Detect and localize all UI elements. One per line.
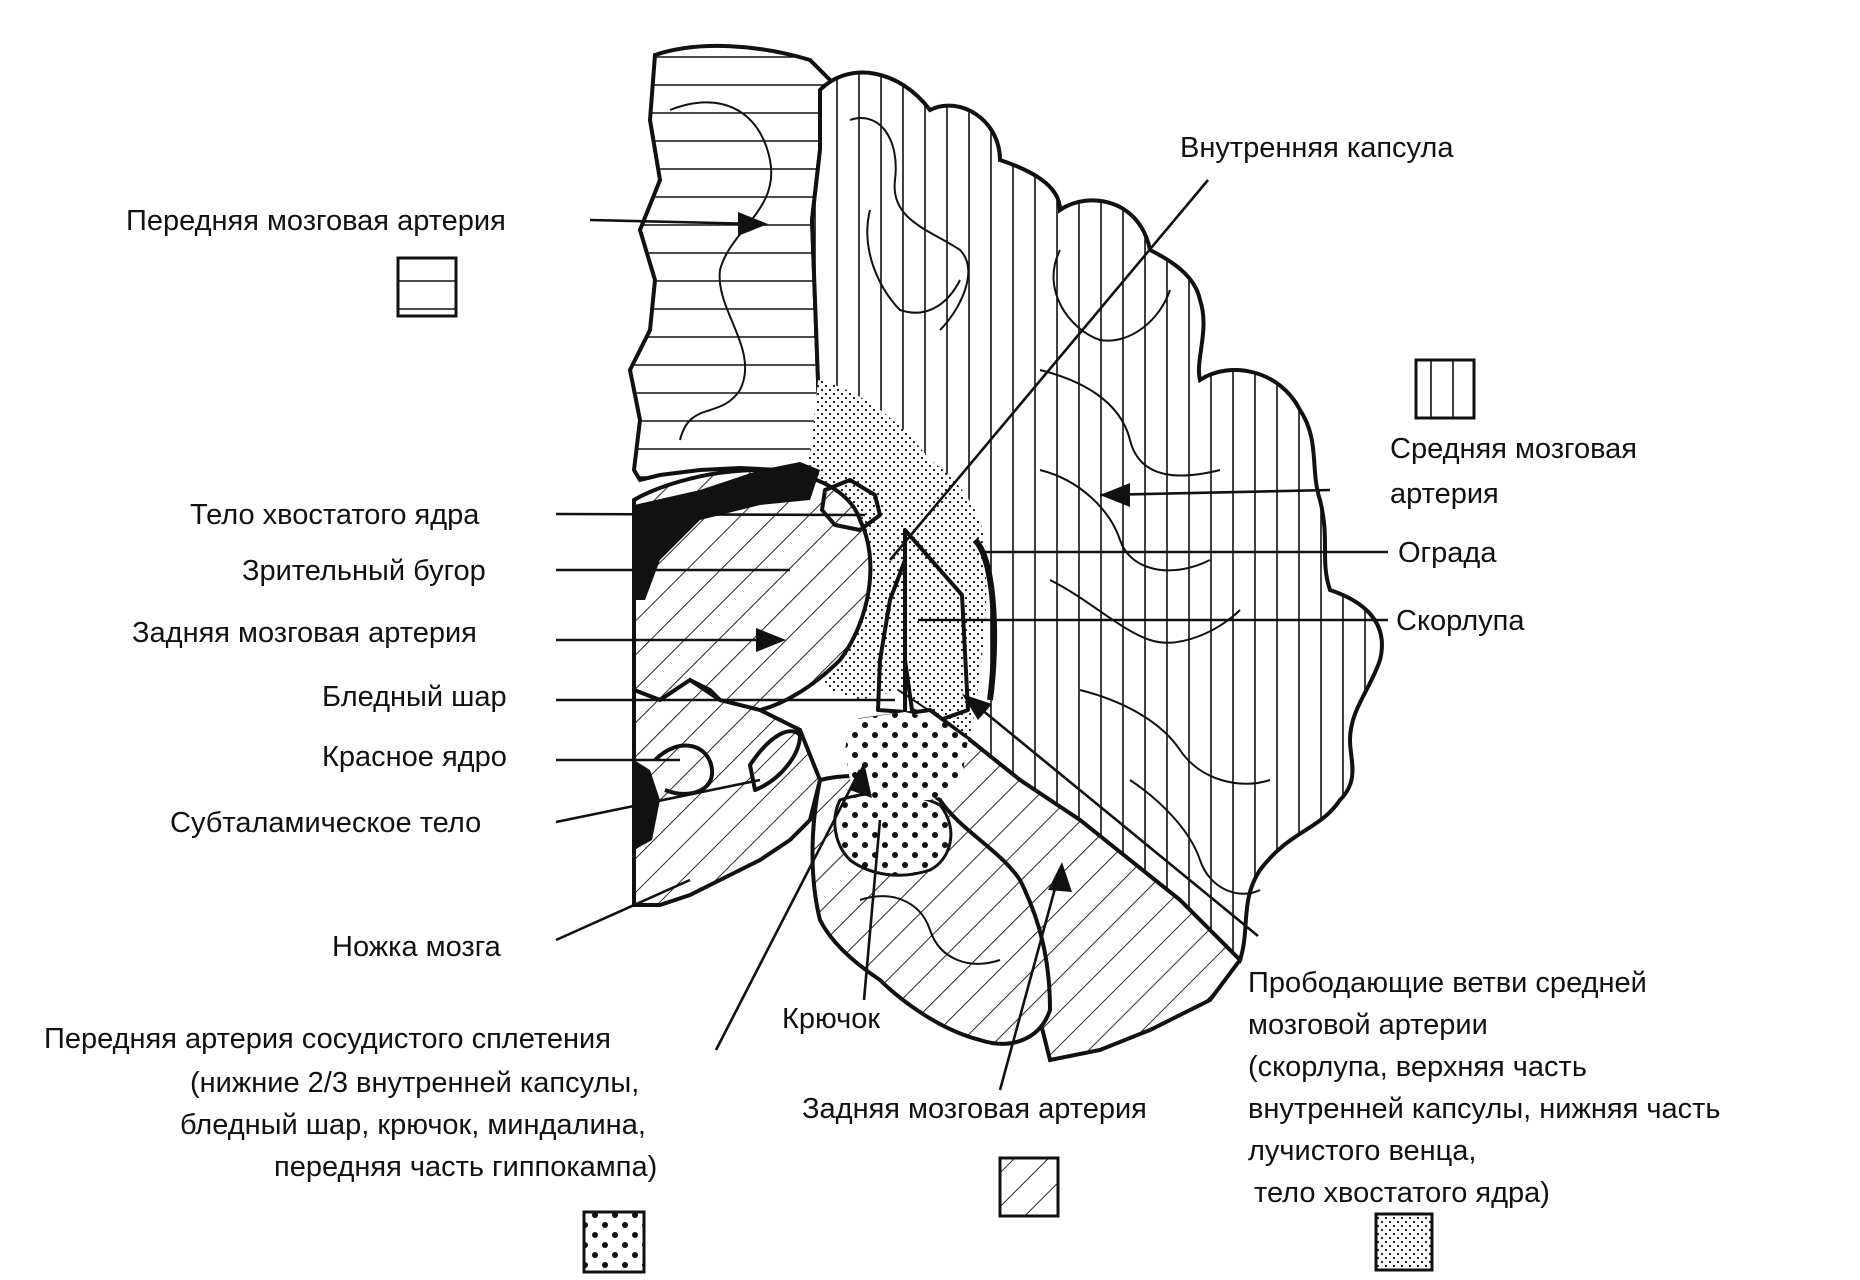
legend-swatch-horizontal bbox=[396, 256, 458, 318]
perforating-branches-line: (скорлупа, верхняя часть bbox=[1248, 1051, 1587, 1083]
label-caudate-body: Тело хвостатого ядра bbox=[190, 499, 480, 531]
middle-territory bbox=[788, 70, 1384, 964]
label-perforating-branches-block: Прободающие ветви средней мозговой артер… bbox=[1248, 967, 1721, 1209]
subthalamic-body-shape bbox=[748, 729, 802, 792]
label-middle-cerebral-artery-1: Средняя мозговая bbox=[1390, 433, 1637, 465]
perforating-branches-line: мозговой артерии bbox=[1248, 1009, 1488, 1041]
perforating-branches-line: лучистого венца, bbox=[1248, 1135, 1476, 1167]
caudate-body-shape bbox=[820, 478, 882, 532]
uncus-territory bbox=[833, 791, 953, 877]
label-posterior-cerebral-artery-left: Задняя мозговая артерия bbox=[132, 617, 477, 649]
perforating-branches-line: тело хвостатого ядра) bbox=[1254, 1177, 1550, 1209]
anterior-choroidal-line: Передняя артерия сосудистого сплетения bbox=[44, 1023, 611, 1055]
anterior-choroidal-line: (нижние 2/3 внутренней капсулы, bbox=[190, 1067, 639, 1099]
leader-lines bbox=[555, 179, 1388, 1091]
brain-section bbox=[627, 43, 1384, 1063]
label-anterior-cerebral-artery: Передняя мозговая артерия bbox=[126, 205, 506, 237]
posterior-territory-peduncle bbox=[632, 677, 823, 907]
legend-swatch-dots bbox=[582, 1210, 646, 1274]
label-red-nucleus: Красное ядро bbox=[322, 741, 507, 773]
anterior-territory bbox=[627, 43, 833, 483]
anterior-choroidal-line: бледный шар, крючок, миндалина, bbox=[180, 1109, 646, 1141]
choroidal-territory-upper bbox=[845, 712, 968, 800]
lateral-ventricle bbox=[634, 462, 820, 600]
label-claustrum: Ограда bbox=[1398, 537, 1497, 569]
label-thalamus: Зрительный бугор bbox=[242, 555, 486, 587]
legend-swatch-diagonal bbox=[998, 1156, 1060, 1218]
label-cerebral-peduncle: Ножка мозга bbox=[332, 931, 502, 963]
gyri-contours bbox=[669, 101, 1271, 965]
third-ventricle-dark bbox=[634, 760, 660, 850]
label-middle-cerebral-artery-2: артерия bbox=[1390, 478, 1499, 510]
anterior-choroidal-line: передняя часть гиппокампа) bbox=[274, 1151, 657, 1183]
label-posterior-cerebral-artery-bottom: Задняя мозговая артерия bbox=[802, 1093, 1147, 1125]
perforating-branches-line: Прободающие ветви средней bbox=[1248, 967, 1647, 999]
label-putamen: Скорлупа bbox=[1396, 605, 1525, 637]
label-uncus: Крючок bbox=[782, 1003, 880, 1035]
label-globus-pallidus: Бледный шар bbox=[322, 681, 507, 713]
claustrum-shape bbox=[972, 537, 998, 701]
posterior-territory-thalamus bbox=[632, 467, 873, 723]
legend-swatch-vertical bbox=[1414, 358, 1476, 420]
label-subthalamic-body: Субталамическое тело bbox=[170, 807, 481, 839]
legend-swatch-stipple bbox=[1374, 1212, 1434, 1272]
perforating-branches-line: внутренней капсулы, нижняя часть bbox=[1248, 1093, 1721, 1125]
globus-pallidus-outline bbox=[876, 558, 907, 714]
label-internal-capsule: Внутренняя капсула bbox=[1180, 132, 1454, 164]
label-anterior-choroidal-block: Передняя артерия сосудистого сплетения (… bbox=[44, 1023, 657, 1183]
